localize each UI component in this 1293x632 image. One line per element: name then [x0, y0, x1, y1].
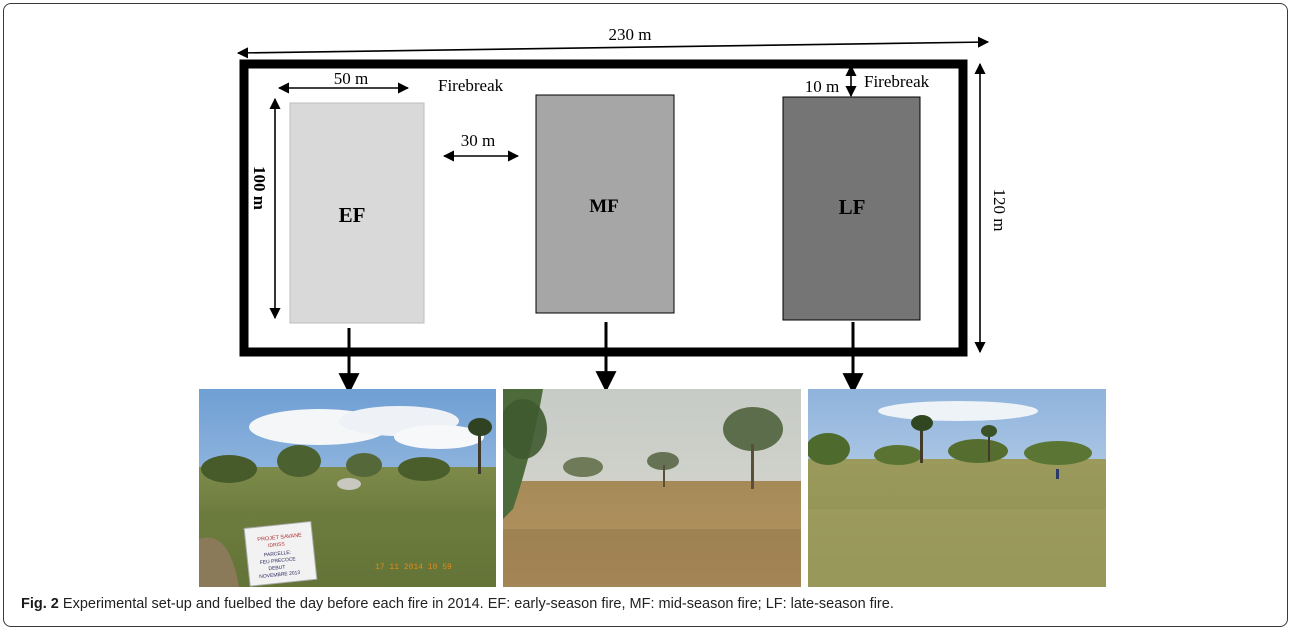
total-width-label: 120 m — [990, 189, 1009, 232]
caption-text: Experimental set-up and fuelbed the day … — [58, 596, 894, 612]
plot-code-mf: MF — [589, 196, 619, 217]
svg-text:17 11 2014 10 59: 17 11 2014 10 59 — [375, 563, 452, 572]
total-length-arrow — [236, 36, 990, 59]
photo-mid-season-plot — [503, 389, 801, 587]
plot-code-lf: LF — [839, 195, 866, 219]
plot-code-ef: EF — [339, 203, 366, 227]
figure-caption: Fig. 2 Experimental set-up and fuelbed t… — [21, 596, 1271, 612]
svg-text:PROJET SAVANE: PROJET SAVANE — [257, 532, 302, 543]
photo-late-season-plot — [808, 389, 1106, 587]
firebreak-label-left: Firebreak — [438, 76, 504, 95]
firebreak-label-right: Firebreak — [864, 72, 930, 91]
plot-width-label: 50 m — [334, 69, 368, 88]
photo-early-season-plot: PROJET SAVANE IDRISS PARCELLE: FEU PRECO… — [199, 389, 496, 587]
svg-text:NOVEMBRE 2013: NOVEMBRE 2013 — [259, 570, 301, 580]
plot-length-label: 100 m — [250, 166, 269, 210]
plot-ef — [289, 102, 425, 324]
gap-label: 30 m — [461, 131, 495, 150]
total-length-label: 230 m — [609, 25, 652, 44]
experimental-setup-diagram: 230 m 120 m EF MF LF 50 m 100 m Firebrea… — [236, 25, 1009, 395]
svg-text:DEBUT: DEBUT — [268, 564, 285, 572]
svg-text:FEU PRECOCE: FEU PRECOCE — [260, 556, 297, 566]
caption-label: Fig. 2 — [21, 596, 59, 612]
plot-lf — [782, 96, 921, 321]
svg-text:PARCELLE:: PARCELLE: — [264, 550, 292, 559]
svg-text:IDRISS: IDRISS — [268, 541, 286, 549]
plot-mf — [535, 94, 675, 314]
site-boundary — [239, 59, 968, 357]
firebreak-width-label: 10 m — [805, 77, 839, 96]
